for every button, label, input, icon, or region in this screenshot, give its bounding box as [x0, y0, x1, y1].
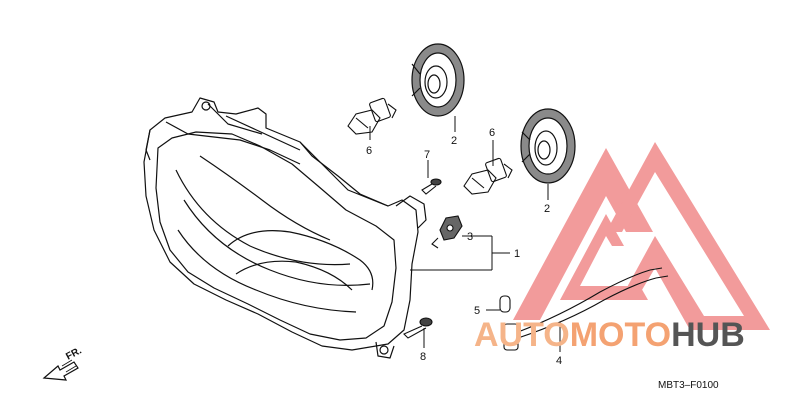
callout-5: 5	[474, 305, 480, 317]
bulb-cover-lower	[520, 108, 576, 184]
callout-4: 4	[556, 355, 562, 367]
direction-label: FR.	[64, 345, 84, 362]
screw-bottom	[403, 317, 433, 339]
headlight-bulb-upper	[347, 97, 397, 135]
watermark-moto: MOTO	[569, 316, 672, 354]
callout-1: 1	[514, 248, 520, 260]
adjuster-bracket	[431, 215, 463, 249]
watermark-auto: AUTO	[474, 316, 570, 354]
callout-7: 7	[424, 149, 430, 161]
diagram-code: MBT3–F0100	[658, 380, 719, 391]
position-bulb	[499, 295, 511, 313]
watermark-wordmark: AUTOMOTOHUB	[474, 318, 745, 352]
callout-2-lower: 2	[544, 203, 550, 215]
watermark-logo-triangles	[513, 142, 770, 330]
headlight-assembly	[143, 97, 427, 359]
callout-6-lower: 6	[489, 127, 495, 139]
front-direction-arrow: FR.	[42, 345, 84, 381]
leader-lines	[369, 116, 561, 352]
headlight-bulb-lower	[463, 157, 513, 195]
callout-6-upper: 6	[366, 145, 372, 157]
screw-top	[421, 178, 442, 195]
bulb-cover-upper	[411, 43, 465, 117]
callout-2-upper: 2	[451, 135, 457, 147]
callout-3: 3	[467, 231, 473, 243]
callout-8: 8	[420, 351, 426, 363]
watermark-hub: HUB	[671, 316, 745, 354]
socket-harness	[503, 267, 669, 351]
